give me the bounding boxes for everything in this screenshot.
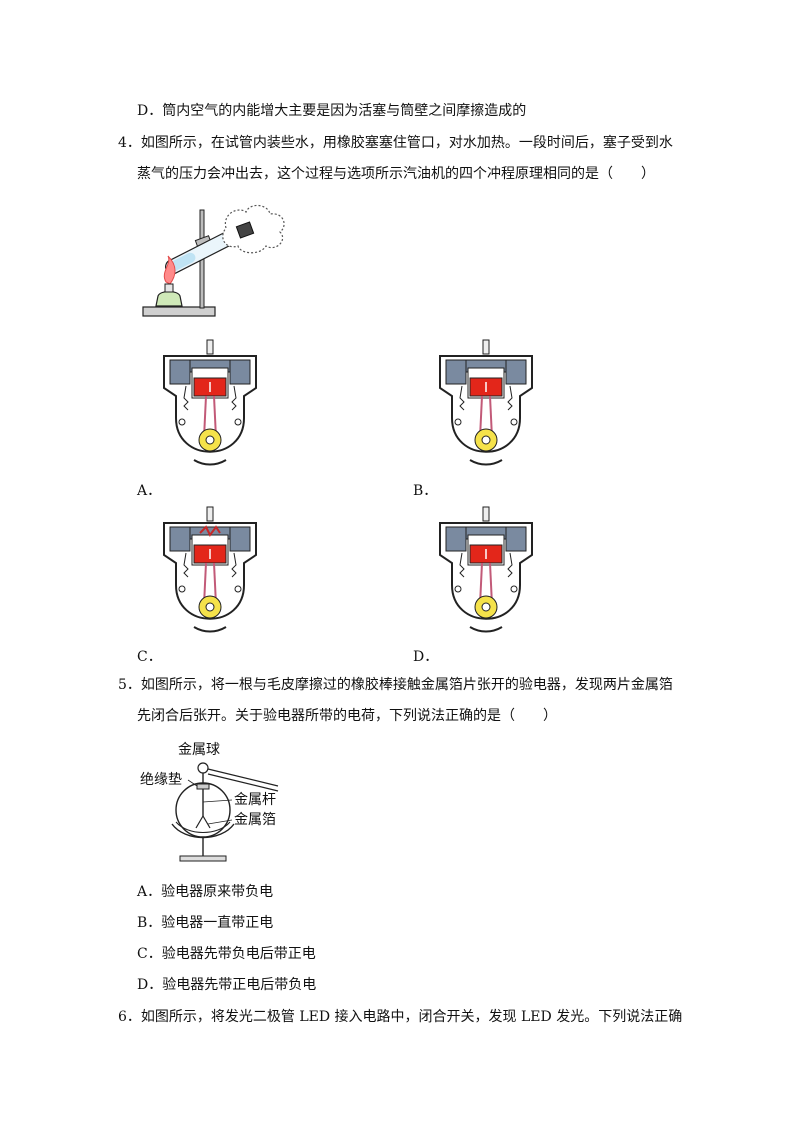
q5-option-a: A．验电器原来带负电 (137, 884, 274, 900)
q5-stem-line2: 先闭合后张开。关于验电器所带的电荷，下列说法正确的是（ ） (137, 708, 557, 724)
engine-a (163, 339, 257, 466)
label-metal-foil: 金属箔 (234, 812, 276, 828)
q4-option-c-label: C． (137, 649, 162, 665)
q5-option-b: B．验电器一直带正电 (137, 915, 274, 931)
q3-option-d: D．筒内空气的内能增大主要是因为活塞与筒壁之间摩擦造成的 (137, 103, 527, 119)
q5-stem-line1: 5．如图所示，将一根与毛皮摩擦过的橡胶棒接触金属箔片张开的验电器，发现两片金属箔 (118, 677, 673, 693)
q5-option-d: D．验电器先带正电后带负电 (137, 977, 317, 993)
q5-option-c: C．验电器先带负电后带正电 (137, 946, 316, 962)
label-metal-ball: 金属球 (178, 742, 220, 758)
q4-option-b-label: B． (413, 483, 438, 499)
q6-stem-line1: 6．如图所示，将发光二极管 LED 接入电路中，闭合开关，发现 LED 发光。下… (118, 1009, 683, 1025)
engine-d (439, 506, 533, 633)
label-metal-rod: 金属杆 (234, 792, 276, 808)
engine-c (163, 506, 257, 633)
q4-stem-line1: 4．如图所示，在试管内装些水，用橡胶塞塞住管口，对水加热。一段时间后，塞子受到水 (118, 135, 673, 151)
q4-option-d-label: D． (413, 649, 439, 665)
q4-stem-line2: 蒸气的压力会冲出去，这个过程与选项所示汽油机的四个冲程原理相同的是（ ） (137, 166, 655, 182)
q4-option-a-label: A． (137, 483, 162, 499)
engine-b (439, 339, 533, 466)
label-insulating-pad: 绝缘垫 (140, 772, 182, 788)
test-tube-figure (142, 204, 285, 317)
electroscope-figure: 金属球 绝缘垫 金属杆 金属箔 (140, 742, 279, 862)
